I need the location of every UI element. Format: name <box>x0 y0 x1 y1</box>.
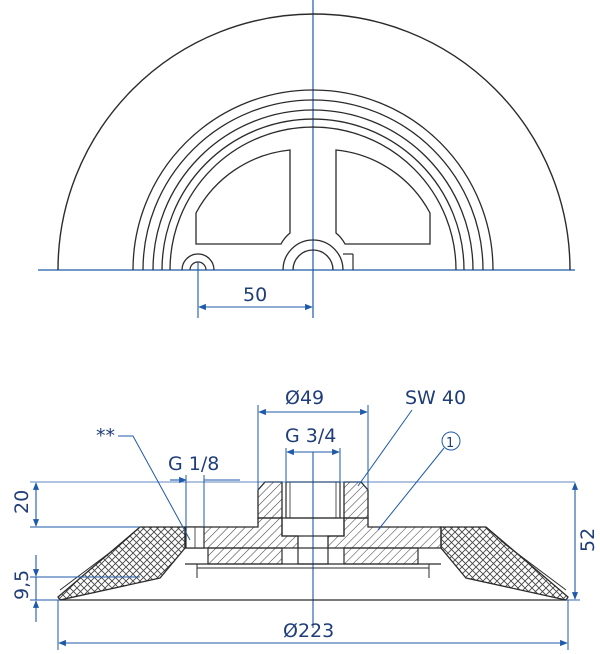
outer-diameter-label: Ø223 <box>283 620 334 642</box>
central-hub-inner <box>292 249 334 271</box>
inner-arc-5 <box>169 126 457 271</box>
top-view: 50 <box>38 0 575 318</box>
section-view: Ø223 Ø49 G 3/4 G 1/8 ** SW 40 1 20 <box>11 387 599 650</box>
note-marker: ** <box>96 425 115 447</box>
insert-left <box>207 547 283 565</box>
thread-main-label: G 3/4 <box>285 425 336 447</box>
callout-circle <box>441 431 461 451</box>
boss-height-label: 20 <box>11 490 33 514</box>
wrench-size-label: SW 40 <box>405 387 466 409</box>
central-boss-right <box>343 481 369 519</box>
small-port <box>181 253 215 271</box>
window-right <box>335 149 431 245</box>
lip-height-label: 9,5 <box>11 570 33 600</box>
insert-right <box>343 547 419 565</box>
central-hub <box>282 239 344 271</box>
callout-number: 1 <box>446 436 454 451</box>
wrench-size-leader <box>357 409 413 487</box>
window-left <box>195 149 291 245</box>
callout-leader <box>377 447 445 531</box>
outer-rim-arc <box>57 13 571 271</box>
inner-arc-2 <box>142 99 484 271</box>
inner-arc-4 <box>161 118 465 271</box>
total-height-label: 52 <box>577 528 599 552</box>
inner-arc-3 <box>152 109 474 271</box>
boss-diameter-label: Ø49 <box>285 387 324 409</box>
dimension-50-label: 50 <box>243 284 267 306</box>
thread-small-label: G 1/8 <box>168 453 219 475</box>
note-leader <box>118 435 191 541</box>
central-boss-left <box>257 481 283 519</box>
inner-arc-1 <box>132 89 494 271</box>
